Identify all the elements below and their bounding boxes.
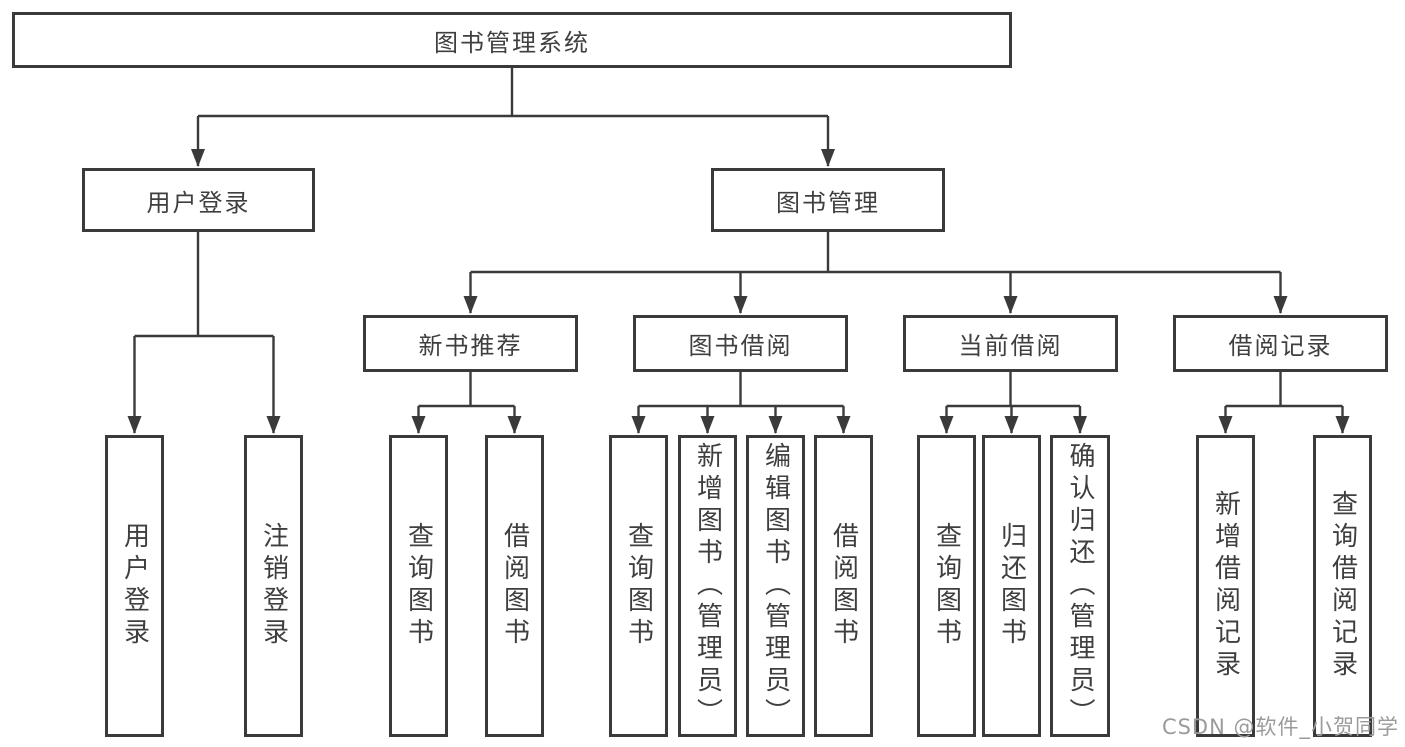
- node-borrow-borrow: 借阅图书: [814, 435, 873, 737]
- node-new-books: 新书推荐: [363, 315, 578, 372]
- node-user-login-action: 用户登录: [105, 435, 164, 737]
- node-records-query: 查询借阅记录: [1313, 435, 1372, 737]
- node-borrow-edit-admin: 编辑图书（管理员）: [746, 435, 805, 737]
- node-newbooks-borrow: 借阅图书: [485, 435, 544, 737]
- node-logout-action: 注销登录: [244, 435, 303, 737]
- node-book-management: 图书管理: [711, 168, 945, 232]
- csdn-watermark: CSDN @软件_小贺同学: [1161, 715, 1399, 739]
- node-current-borrow: 当前借阅: [903, 315, 1118, 372]
- node-borrow-query: 查询图书: [609, 435, 668, 737]
- node-borrow-records: 借阅记录: [1173, 315, 1388, 372]
- node-current-query: 查询图书: [917, 435, 976, 737]
- node-user-login: 用户登录: [82, 168, 315, 232]
- node-root: 图书管理系统: [12, 12, 1012, 68]
- node-book-borrow: 图书借阅: [633, 315, 848, 372]
- node-current-return: 归还图书: [982, 435, 1041, 737]
- node-newbooks-query: 查询图书: [389, 435, 448, 737]
- node-borrow-add-admin: 新增图书（管理员）: [678, 435, 737, 737]
- node-records-add: 新增借阅记录: [1196, 435, 1255, 737]
- node-current-confirm-admin: 确认归还（管理员）: [1050, 435, 1110, 737]
